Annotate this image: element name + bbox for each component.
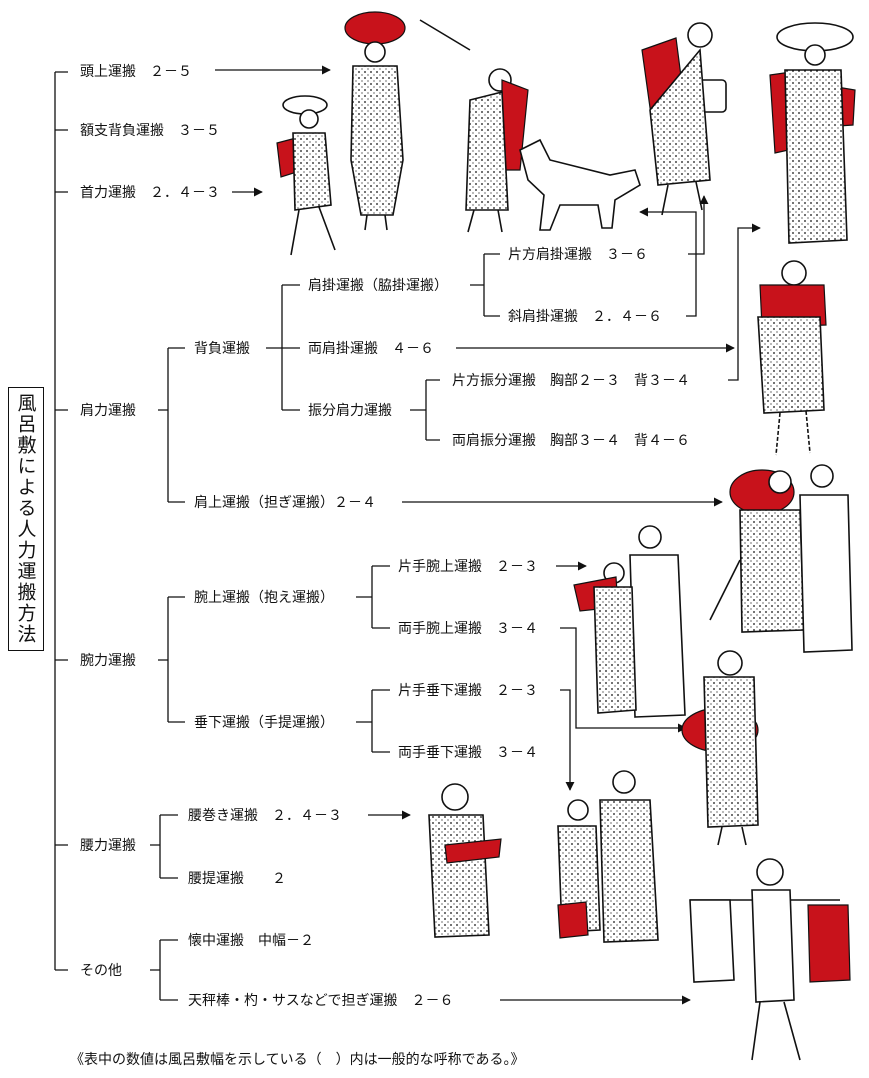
caption: 《表中の数値は風呂敷幅を示している（ ）内は一般的な呼称である。》 (70, 1052, 524, 1068)
figure-waist-wrap (428, 783, 502, 938)
node-both-split: 両肩振分運搬 胸部３－４ 背４－６ (452, 433, 690, 449)
node-shoulder-hang: 肩掛運搬（脇掛運搬） (308, 278, 448, 294)
arrow-hand-hang (560, 689, 575, 791)
arrow-diagonal (639, 207, 697, 317)
node-on-shoulder: 肩上運搬（担ぎ運搬）２－４ (194, 495, 376, 511)
tree-lines (54, 71, 500, 1001)
node-pole: 天秤棒・杓・サスなどで担ぎ運搬 ２－６ (188, 993, 453, 1009)
figure-pole-carry (689, 858, 851, 1061)
node-two-hand-hang: 両手垂下運搬 ３－４ (398, 745, 538, 761)
figure-hand-pair (557, 770, 659, 943)
node-waist-wrap: 腰巻き運搬 ２．４－３ (188, 808, 342, 824)
node-one-hand-arm: 片手腕上運搬 ２－３ (398, 559, 538, 575)
arrow-two-hand-arm (560, 627, 687, 733)
node-both-shoulders: 両肩掛運搬 ４－６ (308, 341, 434, 357)
illustrations (276, 11, 856, 1061)
figure-shoulder-pair (709, 464, 853, 653)
node-two-hand-arm: 両手腕上運搬 ３－４ (398, 621, 538, 637)
labels: 頭上運搬 ２－５ 額支背負運搬 ３－５ 首力運搬 ２．４－３ 肩力運搬 背負運搬… (70, 64, 690, 1068)
node-waist-hang: 腰提運搬 ２ (188, 871, 286, 887)
arrows (215, 65, 761, 1005)
figure-arm-carry-pair (573, 525, 686, 718)
node-neck: 首力運搬 ２．４－３ (80, 185, 220, 201)
node-one-hand-hang: 片手垂下運搬 ２－３ (398, 683, 538, 699)
node-arm: 腕力運搬 (80, 653, 136, 669)
dog (519, 138, 641, 231)
node-head: 頭上運搬 ２－５ (80, 64, 192, 80)
figure-both-shoulders (757, 260, 827, 456)
figure-one-shoulder (641, 22, 727, 216)
title-box: 風呂敷による人力運搬方法 (8, 387, 44, 651)
figure-forehead-carry (419, 19, 529, 233)
node-carry-back: 背負運搬 (194, 341, 250, 357)
node-shoulder: 肩力運搬 (80, 403, 136, 419)
arrow-one-split (728, 223, 761, 381)
node-on-arm: 腕上運搬（抱え運搬） (194, 590, 334, 606)
node-one-split: 片方振分運搬 胸部２－３ 背３－４ (452, 373, 690, 389)
node-split-shoulder: 振分肩力運搬 (308, 403, 392, 419)
node-hang-down: 垂下運搬（手提運搬） (194, 715, 334, 731)
node-diagonal: 斜肩掛運搬 ２．４－６ (508, 309, 662, 325)
node-waist: 腰力運搬 (80, 838, 136, 854)
node-other: その他 (80, 963, 122, 979)
figure-head-carry (344, 11, 406, 231)
figure-diagonal-shoulder (769, 22, 856, 244)
node-bosom: 懐中運搬 中幅－２ (188, 932, 314, 949)
node-one-shoulder: 片方肩掛運搬 ３－６ (508, 247, 648, 263)
arrow-one-shoulder (688, 195, 709, 255)
diagram-title: 風呂敷による人力運搬方法 (14, 393, 37, 645)
figure-neck-carry (276, 95, 336, 256)
node-forehead: 額支背負運搬 ３－５ (80, 123, 220, 139)
figure-hang-down (681, 650, 759, 846)
